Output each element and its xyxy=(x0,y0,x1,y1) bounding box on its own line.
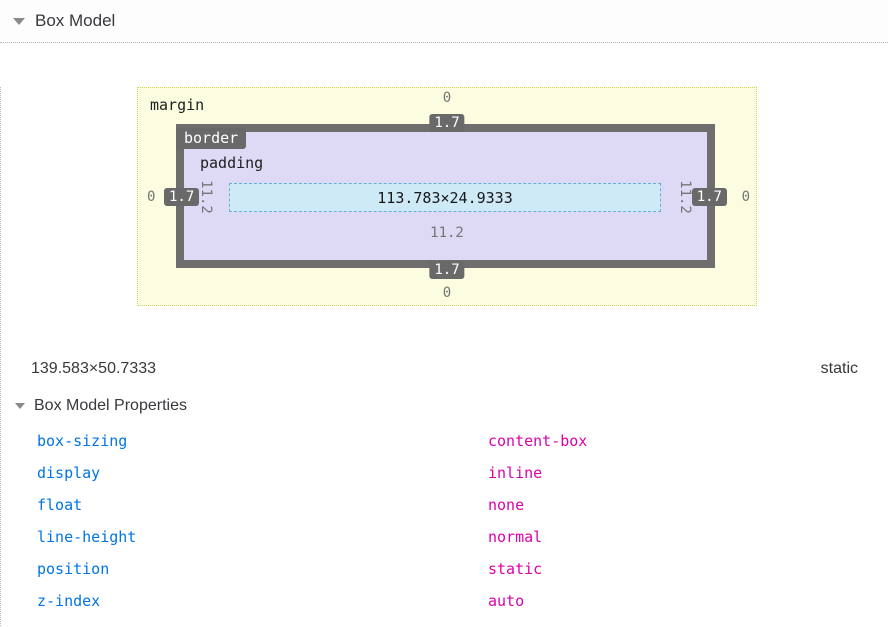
box-model-title: Box Model xyxy=(35,11,116,30)
border-top-value[interactable]: 1.7 xyxy=(429,114,465,132)
property-row: z-index auto xyxy=(1,585,888,617)
property-name: z-index xyxy=(37,592,101,610)
box-model-properties-title: Box Model Properties xyxy=(34,397,187,414)
property-row: float none xyxy=(1,489,888,521)
property-value: inline xyxy=(488,464,543,482)
content-size-value[interactable]: 113.783×24.9333 xyxy=(377,188,513,207)
property-row: position static xyxy=(1,553,888,585)
box-model-panel: margin 0 1.7 11.2 border padding 0 1.7 1… xyxy=(0,87,888,627)
property-name: position xyxy=(37,560,110,578)
property-name: box-sizing xyxy=(37,432,128,450)
margin-label: margin xyxy=(150,96,205,114)
property-row: line-height normal xyxy=(1,521,888,553)
padding-left-value[interactable]: 11.2 xyxy=(198,179,214,214)
margin-top-value[interactable]: 0 xyxy=(442,90,452,106)
collapse-triangle-icon[interactable] xyxy=(13,17,25,25)
properties-list: box-sizing content-box display inline fl… xyxy=(1,425,888,617)
margin-bottom-value[interactable]: 0 xyxy=(442,285,452,301)
padding-label: padding xyxy=(200,154,264,172)
property-name: display xyxy=(37,464,101,482)
element-position-text: static xyxy=(820,360,858,377)
property-name: float xyxy=(37,496,83,514)
property-row: display inline xyxy=(1,457,888,489)
property-value: normal xyxy=(488,528,543,546)
border-right-value[interactable]: 1.7 xyxy=(691,187,727,206)
property-name: line-height xyxy=(37,528,137,546)
element-size-text: 139.583×50.7333 xyxy=(31,360,157,377)
box-model-header[interactable]: Box Model xyxy=(0,0,888,43)
border-bottom-value[interactable]: 1.7 xyxy=(429,261,465,279)
margin-region[interactable]: margin 0 1.7 11.2 border padding 0 1.7 1… xyxy=(137,87,757,306)
property-row: box-sizing content-box xyxy=(1,425,888,457)
padding-bottom-value[interactable]: 11.2 xyxy=(430,225,464,241)
property-value: static xyxy=(488,560,543,578)
property-value: none xyxy=(488,496,525,514)
margin-left-value[interactable]: 0 xyxy=(147,188,156,205)
collapse-triangle-icon[interactable] xyxy=(15,403,25,409)
margin-right-value[interactable]: 0 xyxy=(741,188,750,205)
box-model-properties-header[interactable]: Box Model Properties xyxy=(1,394,888,418)
summary-row: 139.583×50.7333 static xyxy=(1,360,888,378)
content-region[interactable]: 113.783×24.9333 xyxy=(229,183,661,212)
padding-right-value[interactable]: 11.2 xyxy=(677,179,693,214)
property-value: content-box xyxy=(488,432,588,450)
border-label: border xyxy=(176,128,247,149)
border-left-value[interactable]: 1.7 xyxy=(164,187,200,206)
property-value: auto xyxy=(488,592,525,610)
